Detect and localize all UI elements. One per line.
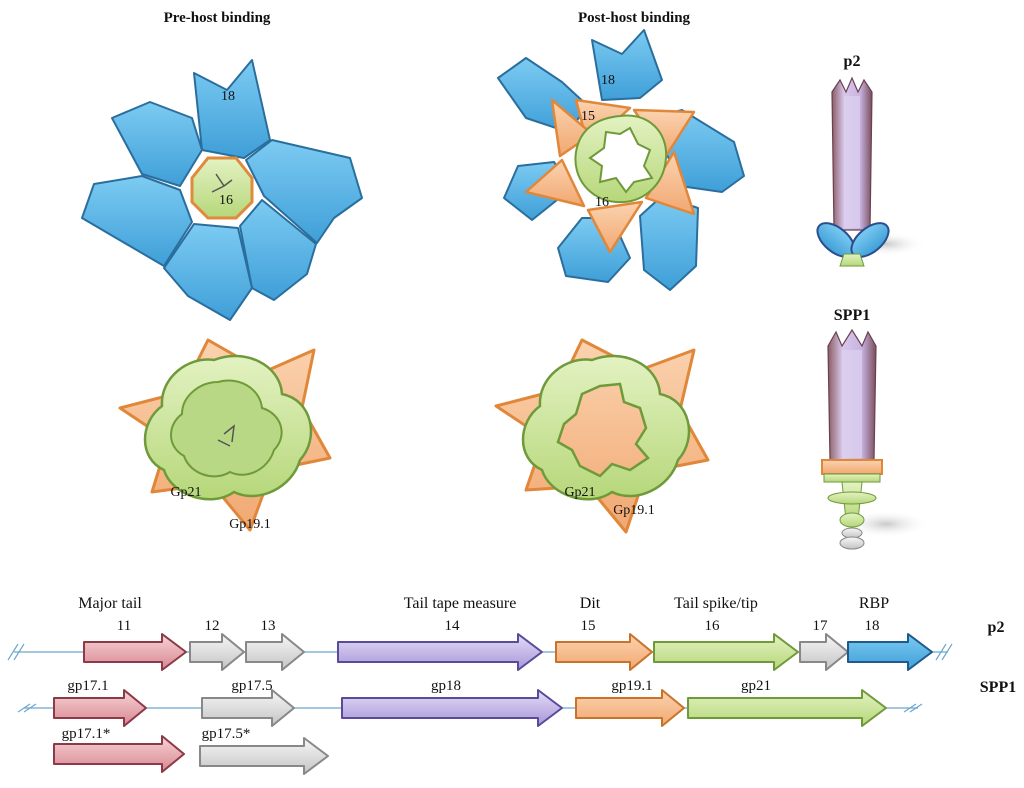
- p2-gene-15-label: 15: [581, 618, 596, 634]
- label-spp1-post-gp19-1: Gp19.1: [613, 503, 655, 518]
- rbp-blade: [111, 101, 203, 187]
- group-dit: Dit: [580, 595, 601, 612]
- rbp-blade: [239, 199, 317, 301]
- central-channel-closed: [217, 424, 235, 447]
- spp1-pre-host-complex: Gp21 Gp19.1: [118, 338, 332, 532]
- p2-gene-15-arrow: [555, 633, 653, 671]
- break-mark: [903, 703, 923, 713]
- p2-gene-13-arrow: [245, 633, 305, 671]
- spp1-gene-gp18-label: gp18: [431, 678, 461, 694]
- spp1-alt-gp17-1-arrow: [53, 735, 185, 773]
- row-label-p2: p2: [988, 619, 1005, 636]
- dit-ring: [821, 459, 883, 475]
- p2-gene-11-label: 11: [117, 618, 131, 634]
- gp21-green-ring-open: [521, 354, 691, 501]
- label-spp1-pre-gp19-1: Gp19.1: [229, 517, 271, 532]
- central-channel: [211, 173, 233, 193]
- group-tape-measure: Tail tape measure: [404, 595, 517, 612]
- group-rbp: RBP: [859, 595, 889, 612]
- tip-grey-2: [839, 536, 865, 550]
- p2-gene-11-arrow: [83, 633, 187, 671]
- p2-pre-host-complex: 18 16: [81, 59, 363, 321]
- rbp-blade: [245, 139, 363, 244]
- gp21-inner-groove: [170, 379, 283, 478]
- p2-gene-17-label: 17: [813, 618, 829, 634]
- spp1-post-host-complex: Gp21 Gp19.1: [494, 338, 710, 534]
- p2-gene-14-label: 14: [445, 618, 461, 634]
- label-spp1-post-gp21: Gp21: [564, 485, 595, 500]
- gp21-collar: [823, 473, 881, 483]
- inner-tube: [842, 350, 862, 458]
- break-mark: [7, 643, 25, 661]
- spp1-gene-gp19-1-arrow: [575, 689, 685, 727]
- label-pre-18: 18: [221, 89, 235, 104]
- inner-tube: [844, 96, 860, 228]
- spp1-gene-gp19-1-label: gp19.1: [611, 678, 652, 694]
- group-tail-spike: Tail spike/tip: [674, 595, 758, 612]
- group-major-tail: Major tail: [78, 595, 142, 612]
- spp1-gene-gp18-arrow: [341, 689, 563, 727]
- spp1-gene-gp17-5-label: gp17.5: [231, 678, 272, 694]
- label-post-16: 16: [595, 195, 609, 210]
- rbp-blade: [193, 59, 271, 159]
- p2-gene-18-label: 18: [865, 618, 880, 634]
- rbp-blade: [163, 223, 253, 321]
- label-spp1-pre-gp21: Gp21: [170, 485, 201, 500]
- tip-protein-ring-open: [574, 114, 668, 204]
- heading-pre-host: Pre-host binding: [164, 10, 271, 26]
- spp1-gene-gp17-5-arrow: [201, 689, 295, 727]
- tip-protein-green: [190, 156, 254, 220]
- p2-tail-side-view: [816, 76, 926, 267]
- p2-gene-16-arrow: [653, 633, 799, 671]
- p2-gene-14-arrow: [337, 633, 543, 671]
- label-post-15: 15: [581, 109, 595, 124]
- p2-gene-12-label: 12: [205, 618, 220, 634]
- rbp-blue-pinwheel: [81, 59, 363, 321]
- break-mark: [935, 643, 953, 661]
- spp1-gene-gp17-1-label: gp17.1: [67, 678, 108, 694]
- heading-spp1: SPP1: [834, 307, 870, 324]
- p2-gene-16-label: 16: [705, 618, 721, 634]
- spp1-alt-gp17-5-label: gp17.5*: [202, 726, 251, 742]
- p2-gene-17-arrow: [799, 633, 849, 671]
- spp1-alt-gp17-1-label: gp17.1*: [62, 726, 111, 742]
- spp1-gene-gp21-arrow: [687, 689, 887, 727]
- gp21-disc: [827, 491, 877, 505]
- gp21-bulb: [839, 512, 865, 528]
- heading-p2: p2: [844, 53, 861, 70]
- break-mark: [17, 703, 37, 713]
- p2-post-host-complex: 18 15 16: [497, 29, 745, 291]
- genome-map: Major tail Tail tape measure Dit Tail sp…: [7, 595, 1016, 775]
- label-post-18: 18: [601, 73, 615, 88]
- tip-green: [839, 253, 865, 267]
- label-pre-16: 16: [219, 193, 233, 208]
- spp1-gene-gp17-1-arrow: [53, 689, 147, 727]
- spp1-alt-gp17-5-arrow: [199, 737, 329, 775]
- shadow: [842, 510, 930, 538]
- heading-post-host: Post-host binding: [578, 10, 691, 26]
- spp1-gene-gp21-label: gp21: [741, 678, 771, 694]
- spp1-tail-side-view: [821, 328, 930, 550]
- p2-gene-13-label: 13: [261, 618, 276, 634]
- rbp-blade: [591, 29, 663, 101]
- p2-gene-12-arrow: [189, 633, 245, 671]
- p2-gene-18-arrow: [847, 633, 933, 671]
- rbp-blade: [639, 195, 699, 291]
- rbp-blue-pinwheel-post: [497, 29, 745, 291]
- row-label-spp1: SPP1: [980, 679, 1016, 696]
- rbp-blade: [81, 175, 193, 267]
